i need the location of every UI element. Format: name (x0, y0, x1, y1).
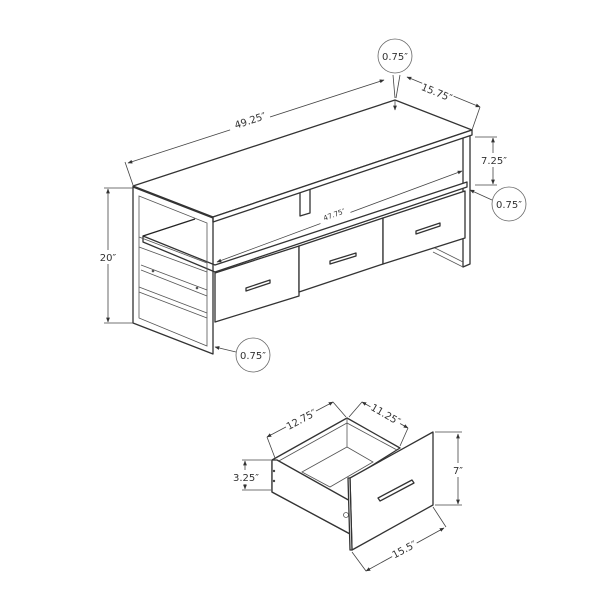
drawer-front-height-label: 7″ (453, 466, 463, 477)
drawer-handle (377, 479, 415, 502)
overall-height-label: 20″ (100, 253, 117, 264)
drawer-side-height-label: 3.25″ (233, 473, 259, 484)
shelf (142, 181, 468, 273)
shelf-height-label: 7.25″ (481, 156, 507, 167)
left-side-frame (132, 186, 214, 355)
top-thickness-label: 0.75″ (382, 52, 408, 63)
tv-stand-drawing: 49.25″ 15.75″ 7.25″ 20″ 47.75″ 0.75″ 0.7… (96, 38, 527, 373)
drawer-inner-width-label: 11.25″ (368, 402, 402, 428)
shelf-thickness-label: 0.75″ (496, 200, 522, 211)
drawer-drawing: 12.75″ 11.25″ 3.25″ 7″ 15.5″ (232, 400, 466, 572)
drawer-depth-label: 12.75″ (285, 408, 319, 433)
leg-thickness-label: 0.75″ (240, 351, 266, 362)
